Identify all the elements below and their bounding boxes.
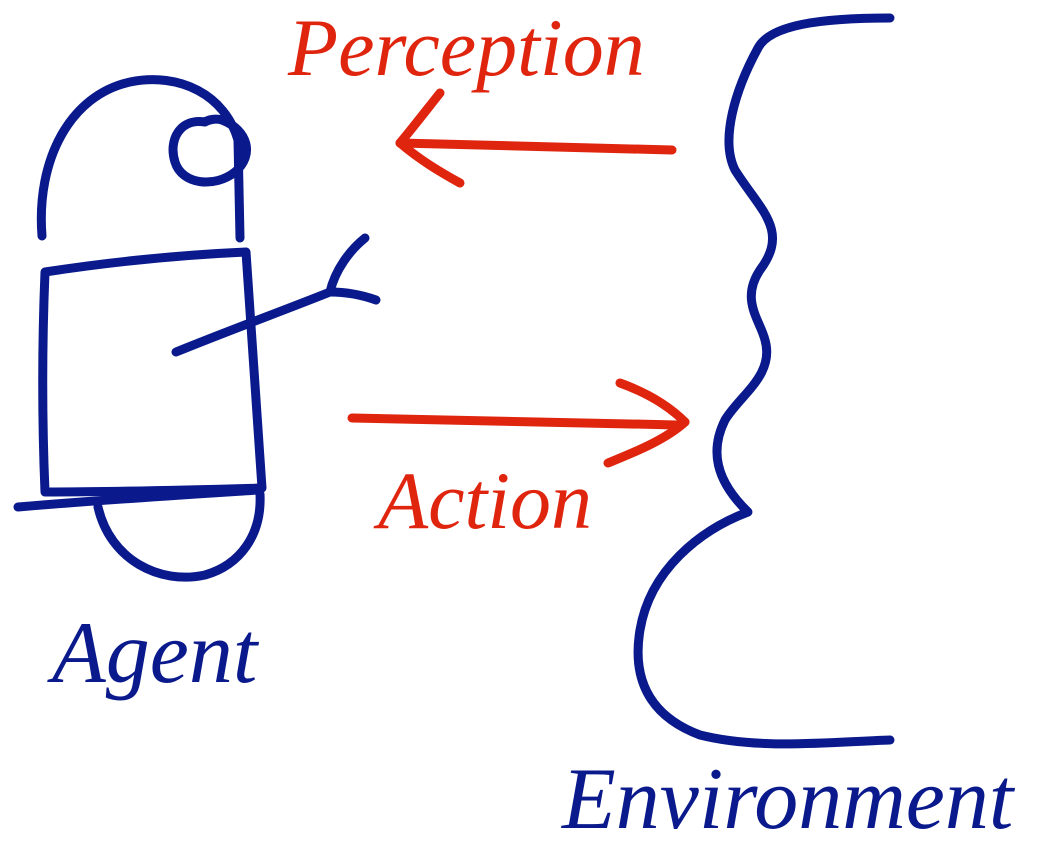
perception-arrow-shaft [395,138,677,155]
action-arrow-head-lower [603,417,690,468]
agent-hand-upper [325,233,370,297]
agent-arm [171,287,335,357]
agent-eye [168,114,251,187]
environment-boundary [633,13,895,749]
perception-arrow-head-lower [395,138,465,188]
action-arrow-shaft [347,413,685,430]
agent-base-line [13,485,263,512]
action-label: Action [373,455,592,546]
perception-label: Perception [287,2,645,93]
action-arrow-head-upper [615,378,690,427]
agent-figure [13,75,381,582]
action-arrow [347,378,690,468]
agent-label: Agent [47,605,260,702]
perception-arrow-head-upper [395,88,445,148]
agent-wheel [93,489,265,582]
environment-label: Environment [560,751,1016,841]
agent-hand-lower [325,287,381,305]
perception-arrow [395,88,677,188]
agent-body-box [38,247,267,497]
agent-head-arc [36,75,245,243]
